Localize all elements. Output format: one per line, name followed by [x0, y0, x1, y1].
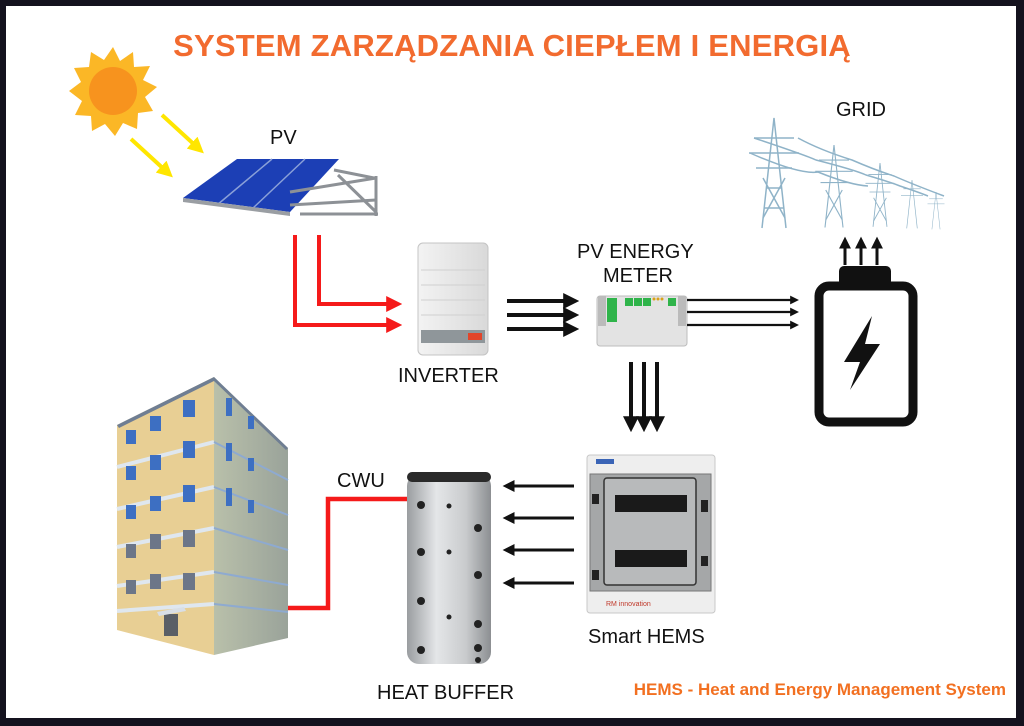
inverter-icon [417, 242, 489, 356]
hot-water-pipe [256, 496, 407, 611]
cwu-label: CWU [337, 470, 385, 492]
pv-label: PV [270, 127, 297, 149]
export-arrows-to-grid [839, 236, 883, 265]
pv-panel-icon [183, 158, 378, 216]
svg-text:RM innovation: RM innovation [606, 601, 651, 608]
smart-hems-label: Smart HEMS [588, 626, 705, 648]
lightning-bolt-icon [844, 316, 880, 390]
ac-flow-arrows-to-battery [687, 295, 799, 330]
heat-buffer-icon [407, 472, 491, 664]
heat-buffer-label: HEAT BUFFER [377, 682, 515, 704]
grid-towers-icon [749, 117, 945, 230]
ac-flow-arrows-to-meter [507, 293, 580, 337]
ac-flow-arrows-to-hems [623, 362, 665, 433]
footer-caption: HEMS - Heat and Energy Management System [633, 680, 1006, 699]
smart-hems-icon: RM innovation [586, 454, 716, 614]
battery-icon [814, 266, 918, 427]
pv-energy-meter-icon [596, 295, 688, 347]
dc-flow-arrows [293, 235, 403, 333]
inverter-label: INVERTER [398, 365, 499, 387]
grid-label: GRID [836, 99, 886, 121]
control-arrows-to-heat-buffer [502, 480, 574, 589]
meter-label-line2: METER [603, 265, 673, 287]
sunlight-rays [129, 113, 204, 178]
page-title: SYSTEM ZARZĄDZANIA CIEPŁEM I ENERGIĄ [173, 28, 851, 63]
meter-label-line1: PV ENERGY [577, 241, 694, 263]
sun-icon [69, 47, 157, 136]
building-icon [116, 377, 289, 655]
